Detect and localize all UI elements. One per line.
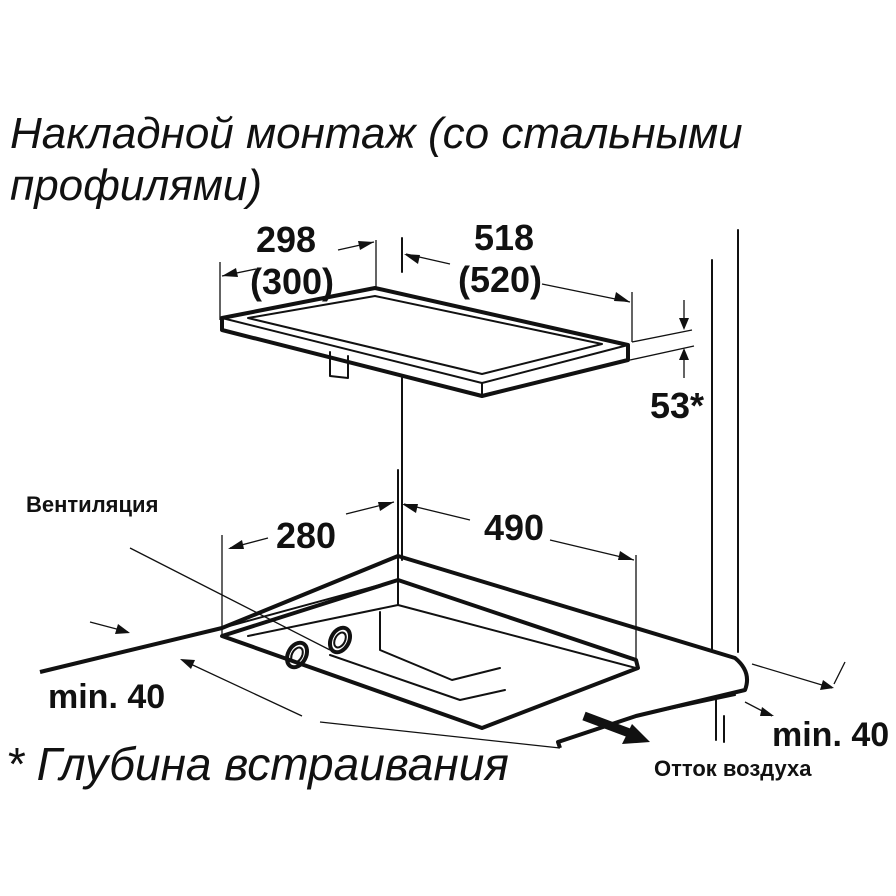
ventilation-leader	[129, 547, 331, 651]
air-outflow-label: Отток воздуха	[654, 756, 812, 781]
countertop	[39, 554, 749, 749]
ventilation-holes	[284, 625, 353, 670]
air-outflow-arrow	[582, 711, 650, 744]
cutout-width-label: 280	[276, 515, 336, 556]
wall	[711, 229, 739, 653]
hob-depth-label: 518	[474, 217, 534, 258]
cutout	[220, 578, 640, 730]
dimension-cutout-depth	[402, 503, 637, 660]
title-line-2: профилями)	[10, 161, 262, 210]
min-left-label: min. 40	[48, 678, 165, 716]
ventilation-label: Вентиляция	[26, 492, 158, 517]
min-right-label: min. 40	[772, 716, 889, 754]
dimension-hob-width	[219, 240, 377, 320]
center-line	[397, 237, 403, 561]
cutout-depth-label: 490	[484, 507, 544, 548]
dimension-min-left	[89, 621, 303, 717]
dimension-hob-height	[629, 300, 695, 378]
hob-depth-alt-label: (520)	[458, 259, 542, 300]
dimension-min-right	[744, 661, 846, 717]
hob	[220, 286, 630, 398]
hob-width-alt-label: (300)	[250, 261, 334, 302]
dimension-cutout-width	[221, 501, 395, 636]
hob-width-label: 298	[256, 219, 316, 260]
title-line-1: Накладной монтаж (со стальными	[10, 109, 743, 158]
hob-height-label: 53*	[650, 385, 704, 426]
footnote: * Глубина встраивания	[6, 738, 509, 790]
dimension-hob-depth	[404, 253, 633, 342]
